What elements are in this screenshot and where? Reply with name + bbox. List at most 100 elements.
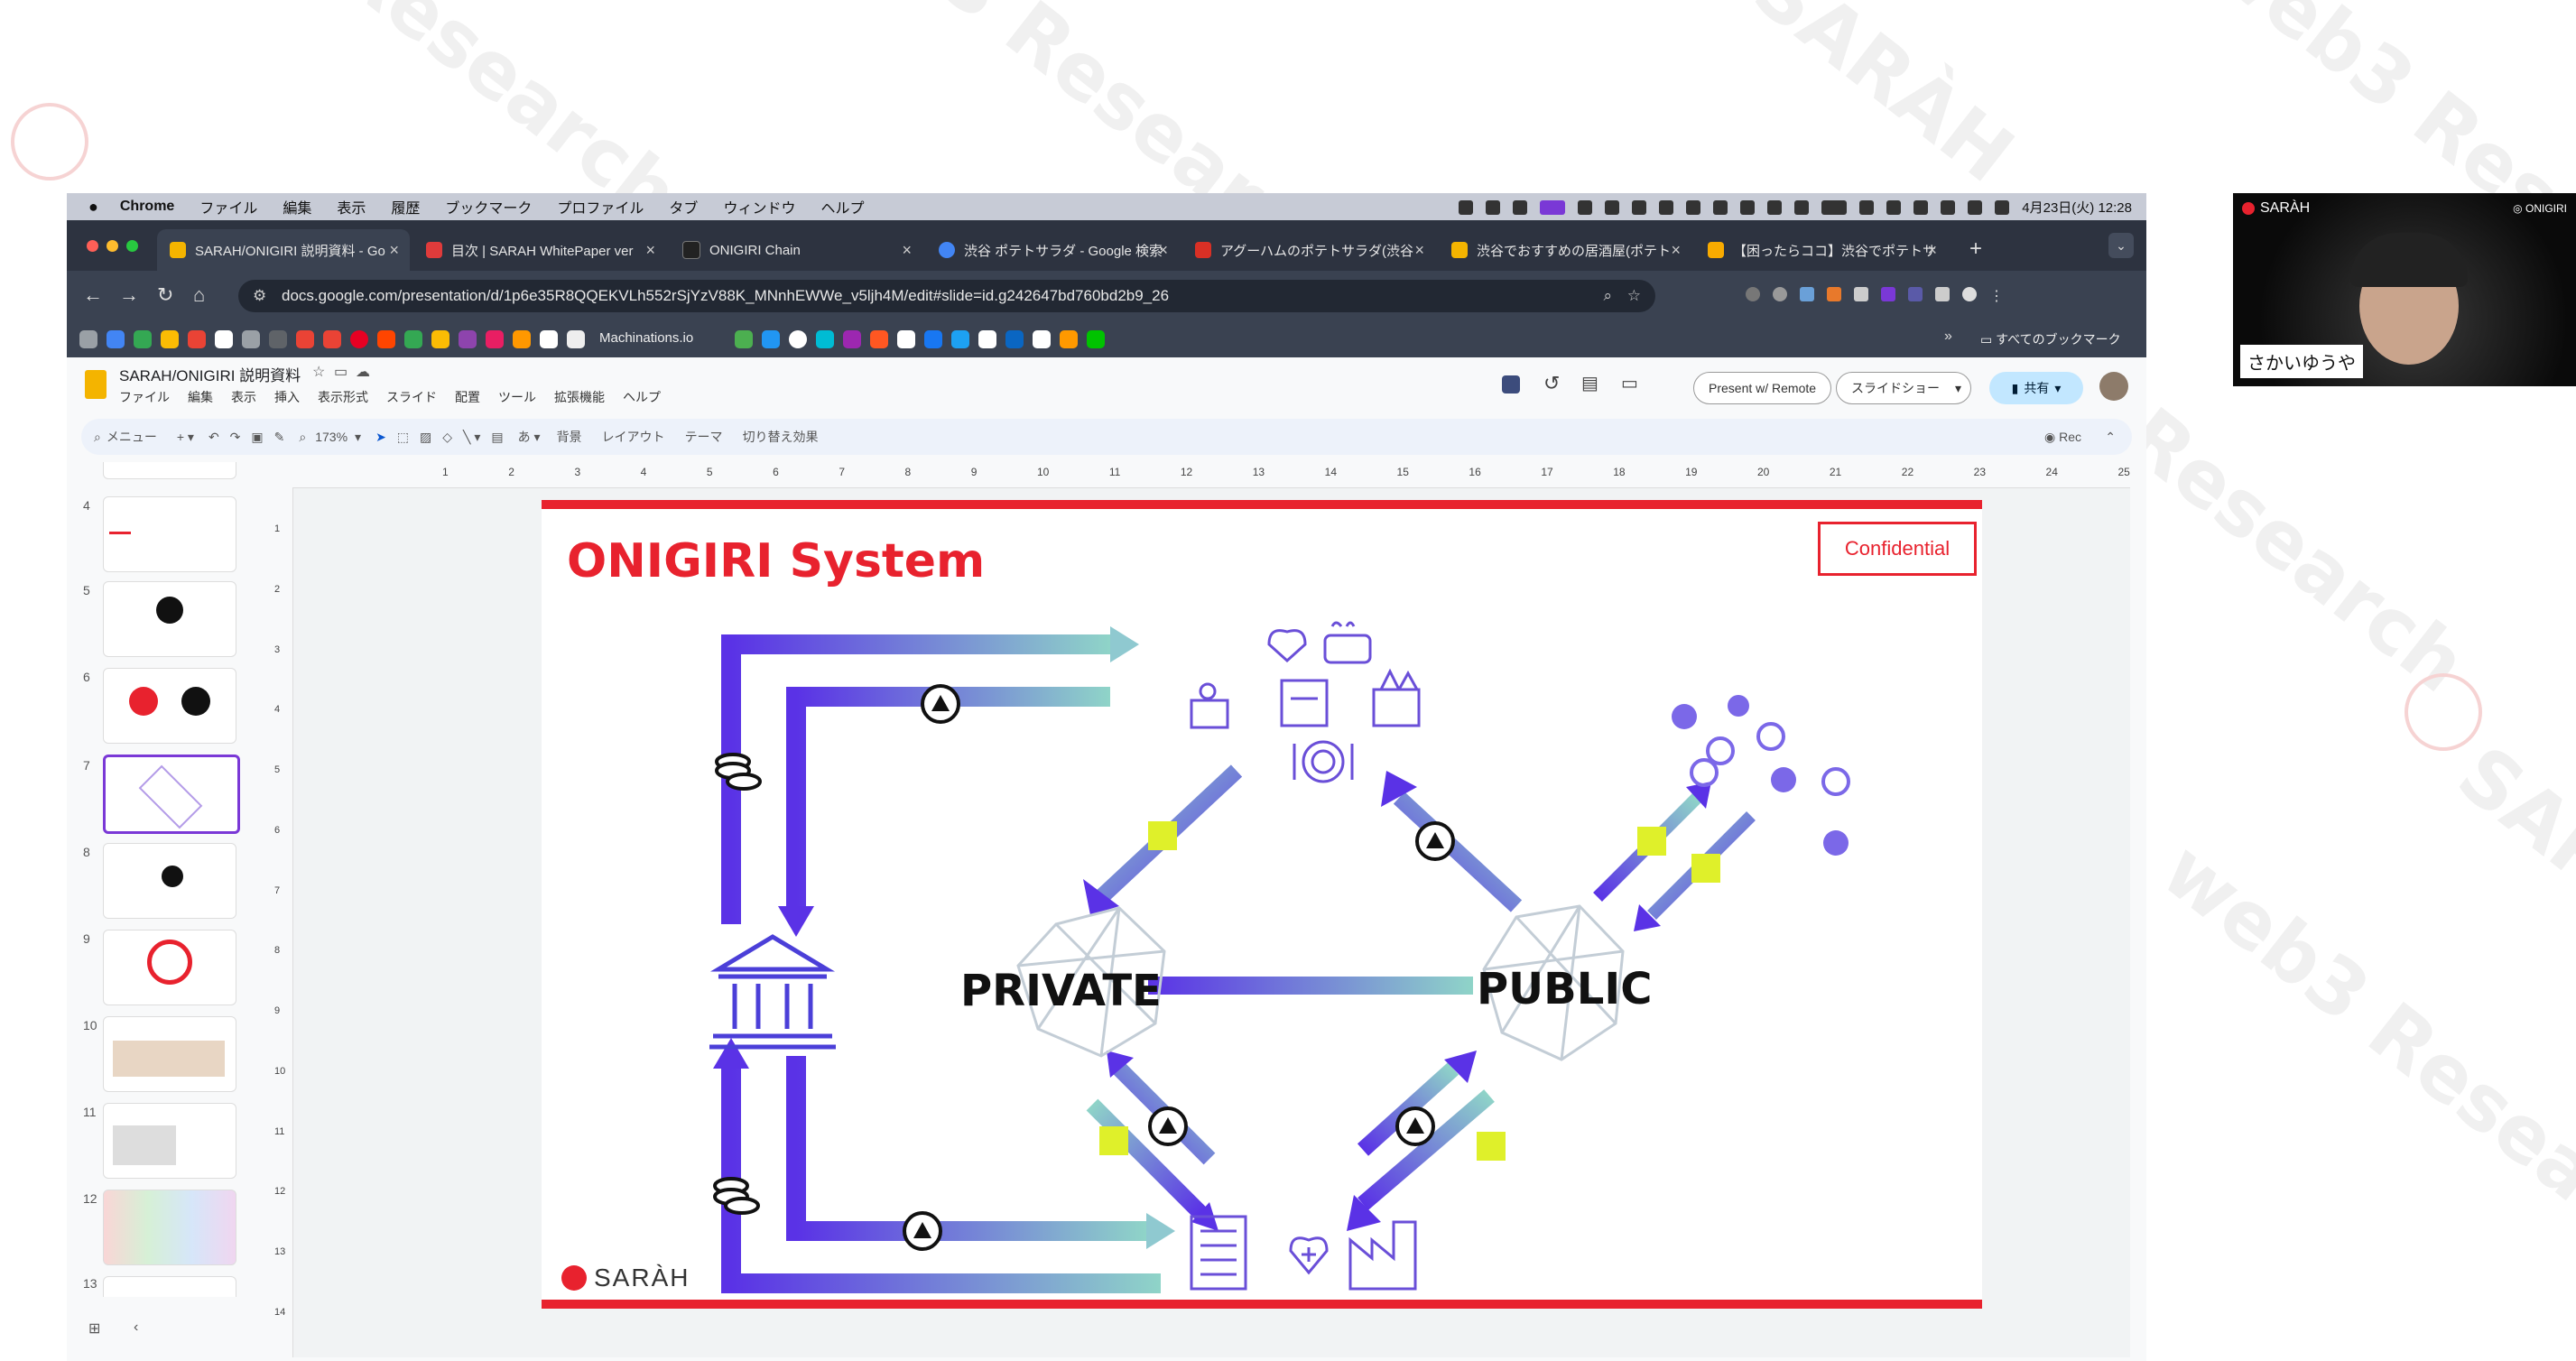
theme-button[interactable]: テーマ — [684, 430, 723, 444]
image-tool-icon[interactable]: ▨ — [420, 429, 432, 444]
status-app-icon[interactable] — [1513, 199, 1528, 215]
close-tab-icon[interactable]: × — [1158, 240, 1168, 259]
browser-tab[interactable]: 目次 | SARAH WhitePaper ver × — [413, 229, 666, 271]
status-app-icon[interactable] — [1486, 199, 1501, 215]
present-remote-button[interactable]: Present w/ Remote — [1693, 372, 1832, 404]
chevron-down-icon[interactable]: ▾ — [2054, 380, 2062, 395]
bookmark-icon[interactable] — [843, 330, 861, 348]
docs-menu-item[interactable]: 配置 — [455, 390, 480, 404]
docs-menu-item[interactable]: スライド — [386, 390, 437, 404]
bookmark-icon[interactable] — [79, 330, 97, 348]
mac-menu-item[interactable]: プロファイル — [557, 201, 644, 217]
addon-icon[interactable] — [1502, 375, 1520, 393]
slide-thumbnail[interactable] — [103, 462, 236, 479]
zoom-icon[interactable]: ⌕ — [1603, 287, 1612, 304]
bookmark-icon[interactable] — [540, 330, 558, 348]
menu-search[interactable]: メニュー — [106, 430, 157, 444]
mac-menu-item[interactable]: 編集 — [283, 201, 312, 217]
slide-thumbnail[interactable] — [103, 843, 236, 919]
browser-tab[interactable]: SARAH/ONIGIRI 説明資料 - Go × — [157, 229, 410, 271]
bookmark-icon[interactable] — [951, 330, 969, 348]
share-button[interactable]: ▮ 共有 ▾ — [1989, 372, 2083, 404]
bookmark-icon[interactable] — [870, 330, 888, 348]
participant-video[interactable]: SARÀH ◎ ONIGIRI さかいゆうや — [2233, 193, 2576, 386]
collapse-filmstrip-icon[interactable]: ‹ — [134, 1319, 139, 1335]
bookmark-icon[interactable] — [431, 330, 449, 348]
mac-menu-item[interactable]: 表示 — [337, 201, 366, 217]
bookmark-machinations[interactable]: Machinations.io — [599, 330, 693, 346]
search-icon[interactable]: ⌕ — [94, 429, 101, 444]
forward-icon[interactable]: → — [119, 283, 139, 306]
docs-menu-item[interactable]: 編集 — [188, 390, 213, 404]
docs-menu-item[interactable]: ヘルプ — [623, 390, 661, 404]
slide-canvas[interactable]: ONIGIRI System Confidential PRIVATE PUBL… — [542, 500, 1982, 1309]
bookmark-icon[interactable] — [134, 330, 152, 348]
history-icon[interactable]: ↺ — [1543, 372, 1561, 394]
puzzle-icon[interactable] — [1935, 287, 1950, 301]
zoom-icon[interactable]: ⌕ — [299, 429, 307, 444]
bookmark-icon[interactable] — [789, 330, 807, 348]
home-icon[interactable]: ⌂ — [193, 283, 206, 306]
mac-menu-item[interactable]: ブックマーク — [445, 201, 533, 217]
bookmark-icon[interactable] — [269, 330, 287, 348]
status-app-icon[interactable] — [1632, 199, 1647, 215]
bookmark-icon[interactable] — [296, 330, 314, 348]
docs-menu-item[interactable]: 表示 — [231, 390, 256, 404]
wifi-icon[interactable] — [1859, 199, 1875, 215]
status-app-icon[interactable] — [1605, 199, 1620, 215]
slide-thumbnail[interactable] — [103, 930, 236, 1005]
mac-menu-item[interactable]: ファイル — [199, 201, 258, 217]
slide-thumbnail[interactable] — [103, 1276, 236, 1297]
browser-tab[interactable]: 【困ったらココ】渋谷でポテトサ × — [1695, 229, 1948, 271]
url-field[interactable]: ⚙ docs.google.com/presentation/d/1p6e35R… — [238, 280, 1655, 312]
shape-tool-icon[interactable]: ◇ — [442, 429, 453, 444]
docs-menu-item[interactable]: ツール — [498, 390, 536, 404]
reload-icon[interactable]: ↻ — [157, 283, 174, 306]
zoom-level[interactable]: 173% — [315, 430, 348, 444]
extension-icon[interactable] — [1773, 287, 1787, 301]
bookmark-icon[interactable] — [924, 330, 942, 348]
frame-tool-icon[interactable]: ⬚ — [396, 429, 410, 444]
grid-view-icon[interactable]: ⊞ — [88, 1321, 101, 1337]
mac-menu-item[interactable]: タブ — [669, 201, 699, 217]
slide-thumbnail[interactable] — [103, 581, 236, 657]
bookmark-icon[interactable] — [161, 330, 179, 348]
chevron-down-icon[interactable]: ▾ — [355, 429, 362, 444]
status-app-icon[interactable] — [1794, 199, 1810, 215]
undo-icon[interactable]: ↶ — [208, 429, 219, 444]
status-app-icon[interactable] — [1995, 199, 2010, 215]
bookmark-icon[interactable] — [215, 330, 233, 348]
search-icon[interactable] — [1686, 199, 1701, 215]
extension-icon[interactable] — [1800, 287, 1814, 301]
layout-button[interactable]: レイアウト — [601, 430, 665, 444]
site-info-icon[interactable]: ⚙ — [253, 287, 267, 304]
status-app-icon[interactable] — [1740, 199, 1756, 215]
close-tab-icon[interactable]: × — [1927, 240, 1937, 259]
minimize-window-button[interactable] — [107, 240, 118, 252]
bookmark-icon[interactable] — [1033, 330, 1051, 348]
bookmark-icon[interactable] — [242, 330, 260, 348]
bookmark-icon[interactable] — [735, 330, 753, 348]
paint-format-icon[interactable]: ✎ — [273, 429, 285, 444]
status-app-icon[interactable] — [1941, 199, 1956, 215]
meet-icon[interactable]: ▭ — [1621, 374, 1638, 393]
all-bookmarks-folder[interactable]: ▭ すべてのブックマーク — [1980, 330, 2121, 348]
transition-button[interactable]: 切り替え効果 — [742, 430, 819, 444]
redo-icon[interactable]: ↷ — [229, 429, 241, 444]
line-tool-icon[interactable]: ╲ ▾ — [463, 429, 481, 444]
docs-menu-item[interactable]: 拡張機能 — [554, 390, 605, 404]
bookmark-icon[interactable] — [816, 330, 834, 348]
mac-menu-item[interactable]: 履歴 — [391, 201, 421, 217]
print-icon[interactable]: ▣ — [251, 429, 264, 444]
bookmark-icon[interactable] — [897, 330, 915, 348]
bookmark-star-icon[interactable]: ☆ — [1626, 287, 1641, 304]
slides-logo-icon[interactable] — [85, 370, 107, 399]
control-center-icon[interactable] — [1968, 199, 1983, 215]
close-tab-icon[interactable]: × — [389, 240, 399, 259]
close-tab-icon[interactable]: × — [1671, 240, 1681, 259]
bookmark-icon[interactable] — [567, 330, 585, 348]
browser-tab[interactable]: ONIGIRI Chain × — [670, 229, 922, 271]
status-app-icon[interactable] — [1713, 199, 1728, 215]
slide-thumbnail[interactable] — [103, 1016, 236, 1092]
close-tab-icon[interactable]: × — [902, 240, 912, 259]
